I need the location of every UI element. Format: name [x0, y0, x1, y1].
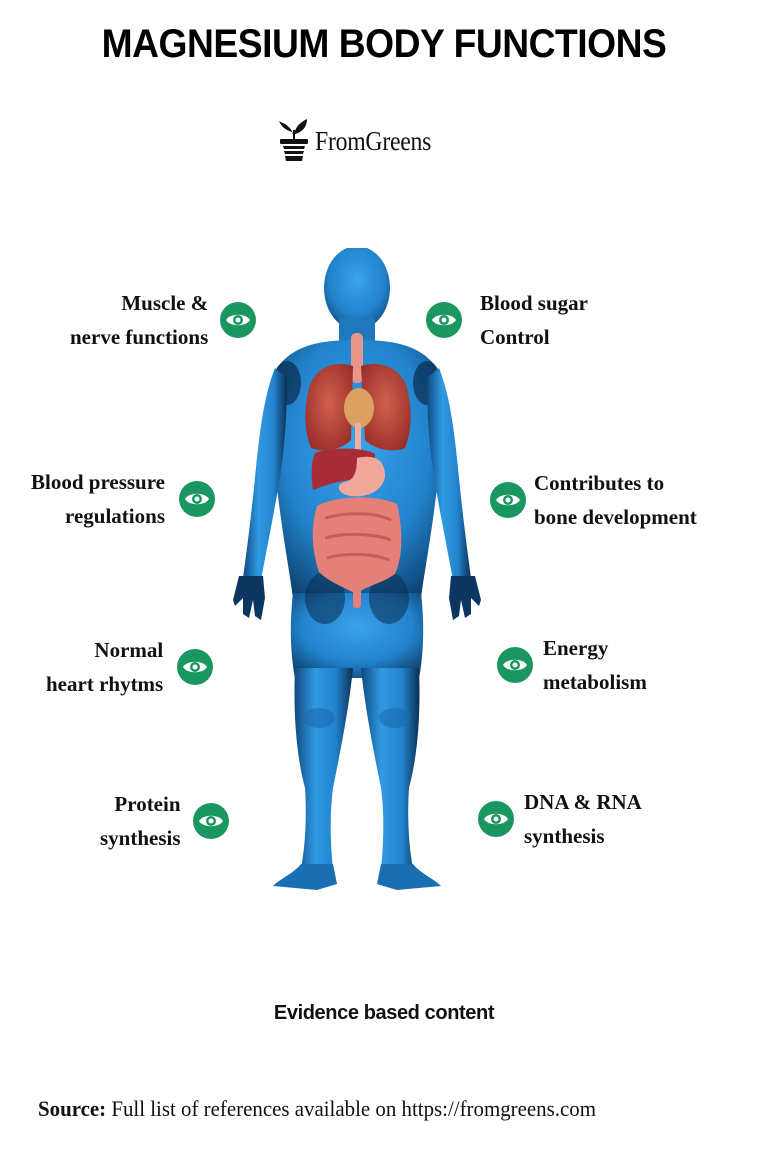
function-label-line1: Muscle &	[121, 291, 209, 315]
function-label-line2: bone development	[534, 505, 697, 529]
eye-icon	[179, 481, 215, 517]
function-label-line1: Blood sugar	[480, 291, 588, 315]
source-label: Source:	[38, 1096, 107, 1121]
function-item: Blood sugar Control	[426, 286, 588, 354]
brand-name: FromGreens	[315, 126, 432, 156]
function-item: Blood pressure regulations	[31, 465, 215, 533]
function-label-line1: Energy	[543, 636, 609, 660]
eye-icon	[192, 803, 229, 839]
function-label-line2: synthesis	[524, 824, 605, 848]
function-label-line2: nerve functions	[70, 325, 209, 349]
eye-icon	[497, 647, 533, 683]
eye-icon	[478, 801, 514, 837]
source-text: Full list of references available on htt…	[106, 1096, 596, 1121]
eye-icon	[490, 482, 526, 518]
eye-icon	[177, 649, 214, 685]
function-label-line2: heart rhytms	[46, 672, 164, 696]
function-label-line1: Contributes to	[534, 471, 665, 495]
eye-icon	[220, 302, 257, 338]
source-line: Source: Full list of references availabl…	[38, 1096, 596, 1122]
function-label-line1: Blood pressure	[31, 470, 165, 494]
function-label-line1: DNA & RNA	[524, 790, 642, 814]
eye-icon	[426, 302, 462, 338]
function-label-line2: Control	[480, 325, 550, 349]
human-body-illustration	[225, 246, 495, 898]
page-title: MAGNESIUM BODY FUNCTIONS	[101, 22, 667, 66]
plant-pot-icon	[277, 116, 311, 167]
brand-logo: FromGreens	[277, 116, 447, 167]
function-label-line1: Protein	[114, 792, 181, 816]
function-item: DNA & RNA synthesis	[478, 785, 642, 853]
function-item: Contributes to bone development	[490, 466, 697, 534]
function-item: Protein synthesis	[100, 787, 229, 855]
function-item: Muscle & nerve functions	[70, 286, 257, 354]
function-item: Normal heart rhytms	[46, 633, 214, 701]
function-label-line2: metabolism	[543, 670, 647, 694]
function-item: Energy metabolism	[497, 631, 647, 699]
function-label-line2: regulations	[65, 504, 165, 528]
function-label-line1: Normal	[94, 638, 164, 662]
evidence-note: Evidence based content	[273, 1002, 495, 1024]
function-label-line2: synthesis	[100, 826, 181, 850]
